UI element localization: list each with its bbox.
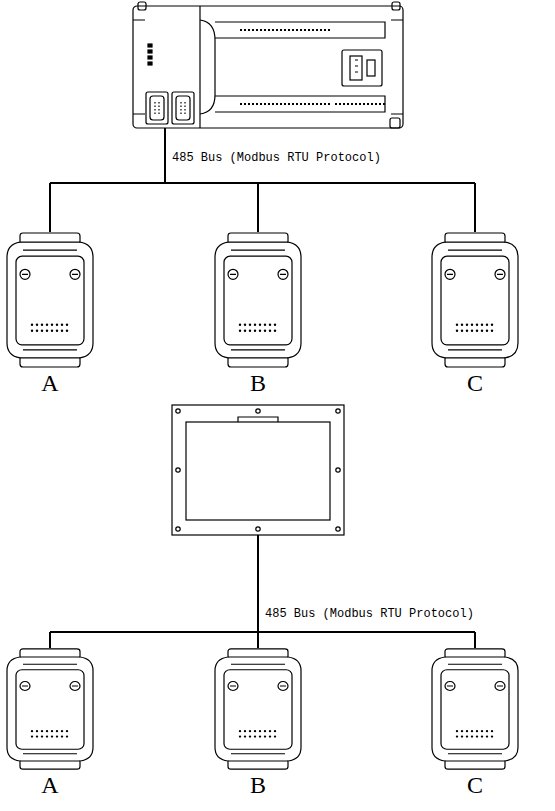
module-letter: A: [5, 370, 95, 396]
module-letter: B: [213, 370, 303, 396]
io-module: B: [213, 648, 303, 798]
io-module: C: [430, 648, 520, 798]
module-outline: [432, 649, 518, 769]
hmi-panel: [172, 405, 344, 535]
module-letter: B: [213, 772, 303, 798]
module-outline: [432, 233, 518, 367]
module-outline: [7, 233, 93, 367]
bus-label: 485 Bus (Modbus RTU Protocol): [264, 607, 475, 621]
module-outline: [7, 649, 93, 769]
module-letter: A: [5, 772, 95, 798]
io-module-body: [213, 232, 303, 368]
bus-label: 485 Bus (Modbus RTU Protocol): [171, 151, 382, 165]
io-module: B: [213, 232, 303, 396]
module-letter: C: [430, 370, 520, 396]
plc-unit: [133, 2, 403, 128]
io-module-body: [430, 232, 520, 368]
io-module-body: [213, 648, 303, 770]
module-outline: [215, 233, 301, 367]
bus-wire: [50, 128, 475, 648]
module-outline: [215, 649, 301, 769]
io-module-body: [5, 648, 95, 770]
io-module: A: [5, 232, 95, 396]
module-letter: C: [430, 772, 520, 798]
io-module: C: [430, 232, 520, 396]
io-module-body: [5, 232, 95, 368]
io-module: A: [5, 648, 95, 798]
io-module-body: [430, 648, 520, 770]
